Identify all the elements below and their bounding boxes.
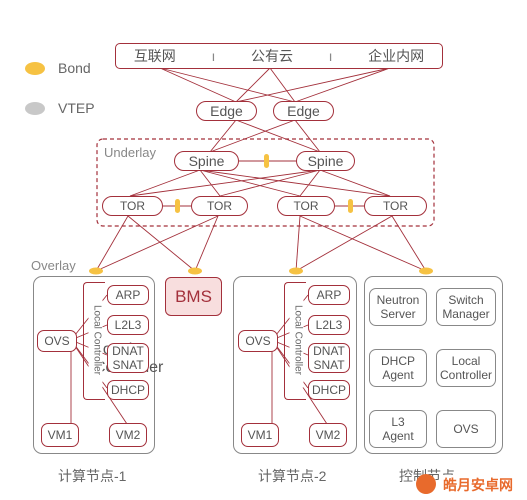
compute-node-1-box — [33, 276, 155, 454]
bond-legend-dot — [25, 62, 45, 75]
control-switch-manager: Switch Manager — [436, 288, 496, 326]
underlay-label: Underlay — [104, 145, 157, 160]
bms-node: BMS — [165, 277, 222, 316]
edge-node-1: Edge — [196, 101, 257, 121]
compute-node-2-box — [233, 276, 357, 454]
control-node-box — [364, 276, 503, 454]
control-neutron-server: Neutron Server — [369, 288, 427, 326]
tor-node-2: TOR — [191, 196, 248, 216]
compute2-l2l3: L2L3 — [308, 315, 350, 335]
spine-node-1: Spine — [174, 151, 239, 171]
tor-node-1: TOR — [102, 196, 163, 216]
compute-node-1-caption: 计算节点-1 — [58, 468, 127, 484]
compute2-dhcp: DHCP — [308, 380, 350, 400]
internet-label: 互联网 — [133, 48, 176, 64]
compute1-dnat-snat: DNAT SNAT — [107, 343, 149, 373]
watermark-logo-icon — [416, 474, 436, 494]
public-cloud-label: 公有云 — [250, 48, 293, 64]
vtep-legend-label: VTEP — [58, 100, 95, 116]
compute1-l2l3: L2L3 — [107, 315, 149, 335]
control-l3-agent: L3 Agent — [369, 410, 427, 448]
tor-node-3: TOR — [277, 196, 335, 216]
control-ovs: OVS — [436, 410, 496, 448]
compute1-vm2: VM2 — [109, 423, 147, 447]
compute-node-2-caption: 计算节点-2 — [258, 468, 327, 484]
tor-node-4: TOR — [364, 196, 427, 216]
compute1-local-controller-text: Local Controller — [88, 292, 103, 388]
control-local-controller: Local Controller — [436, 349, 496, 387]
enterprise-intranet-label: 企业内网 — [368, 48, 425, 64]
watermark-text: 皓月安卓网 — [440, 475, 516, 495]
compute1-arp: ARP — [107, 285, 149, 305]
compute1-vm1: VM1 — [41, 423, 79, 447]
compute2-arp: ARP — [308, 285, 350, 305]
overlay-label: Overlay — [31, 258, 76, 273]
compute2-local-controller-bracket — [284, 282, 306, 400]
compute2-vm2: VM2 — [309, 423, 347, 447]
compute1-dhcp: DHCP — [107, 380, 149, 400]
compute1-ovs: OVS — [37, 330, 77, 352]
control-dhcp-agent: DHCP Agent — [369, 349, 427, 387]
spine-node-2: Spine — [296, 151, 355, 171]
compute2-ovs: OVS — [238, 330, 278, 352]
vtep-legend-dot — [25, 102, 45, 115]
edge-node-2: Edge — [273, 101, 334, 121]
bond-legend-label: Bond — [58, 60, 91, 76]
compute2-vm1: VM1 — [241, 423, 279, 447]
compute2-dnat-snat: DNAT SNAT — [308, 343, 350, 373]
external-networks-bar: 互联网 ı 公有云 ı 企业内网 — [115, 43, 443, 69]
compute2-local-controller-text: Local Controller — [289, 292, 304, 388]
compute1-local-controller-bracket — [83, 282, 105, 400]
